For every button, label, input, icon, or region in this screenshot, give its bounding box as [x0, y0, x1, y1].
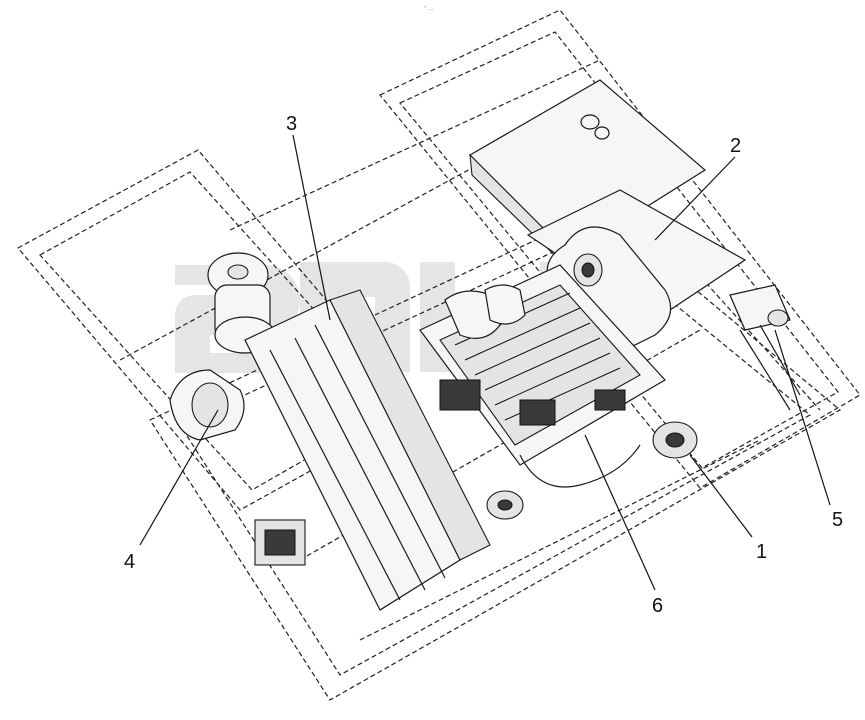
- callout-5: 5: [832, 509, 843, 531]
- callout-3: 3: [286, 113, 297, 135]
- leader-3: [292, 134, 331, 321]
- engine-block: [419, 264, 698, 520]
- leader-2: [654, 156, 736, 241]
- callout-4: 4: [124, 551, 135, 573]
- engine-mount-bracket: [729, 284, 801, 411]
- leader-1: [689, 454, 753, 538]
- leader-6: [584, 434, 656, 591]
- callout-1: 1: [756, 541, 767, 563]
- header-mark: ° ...: [424, 6, 433, 12]
- callout-2: 2: [730, 135, 741, 157]
- leader-lines: [139, 134, 831, 591]
- muffler: [526, 189, 747, 347]
- callout-6: 6: [652, 595, 663, 617]
- leader-5: [774, 329, 831, 506]
- leader-4: [139, 409, 219, 546]
- air-filter: [169, 252, 276, 441]
- callout-labels: 1 2 3 4 5 6: [124, 113, 843, 617]
- radiator-assembly: [244, 289, 491, 611]
